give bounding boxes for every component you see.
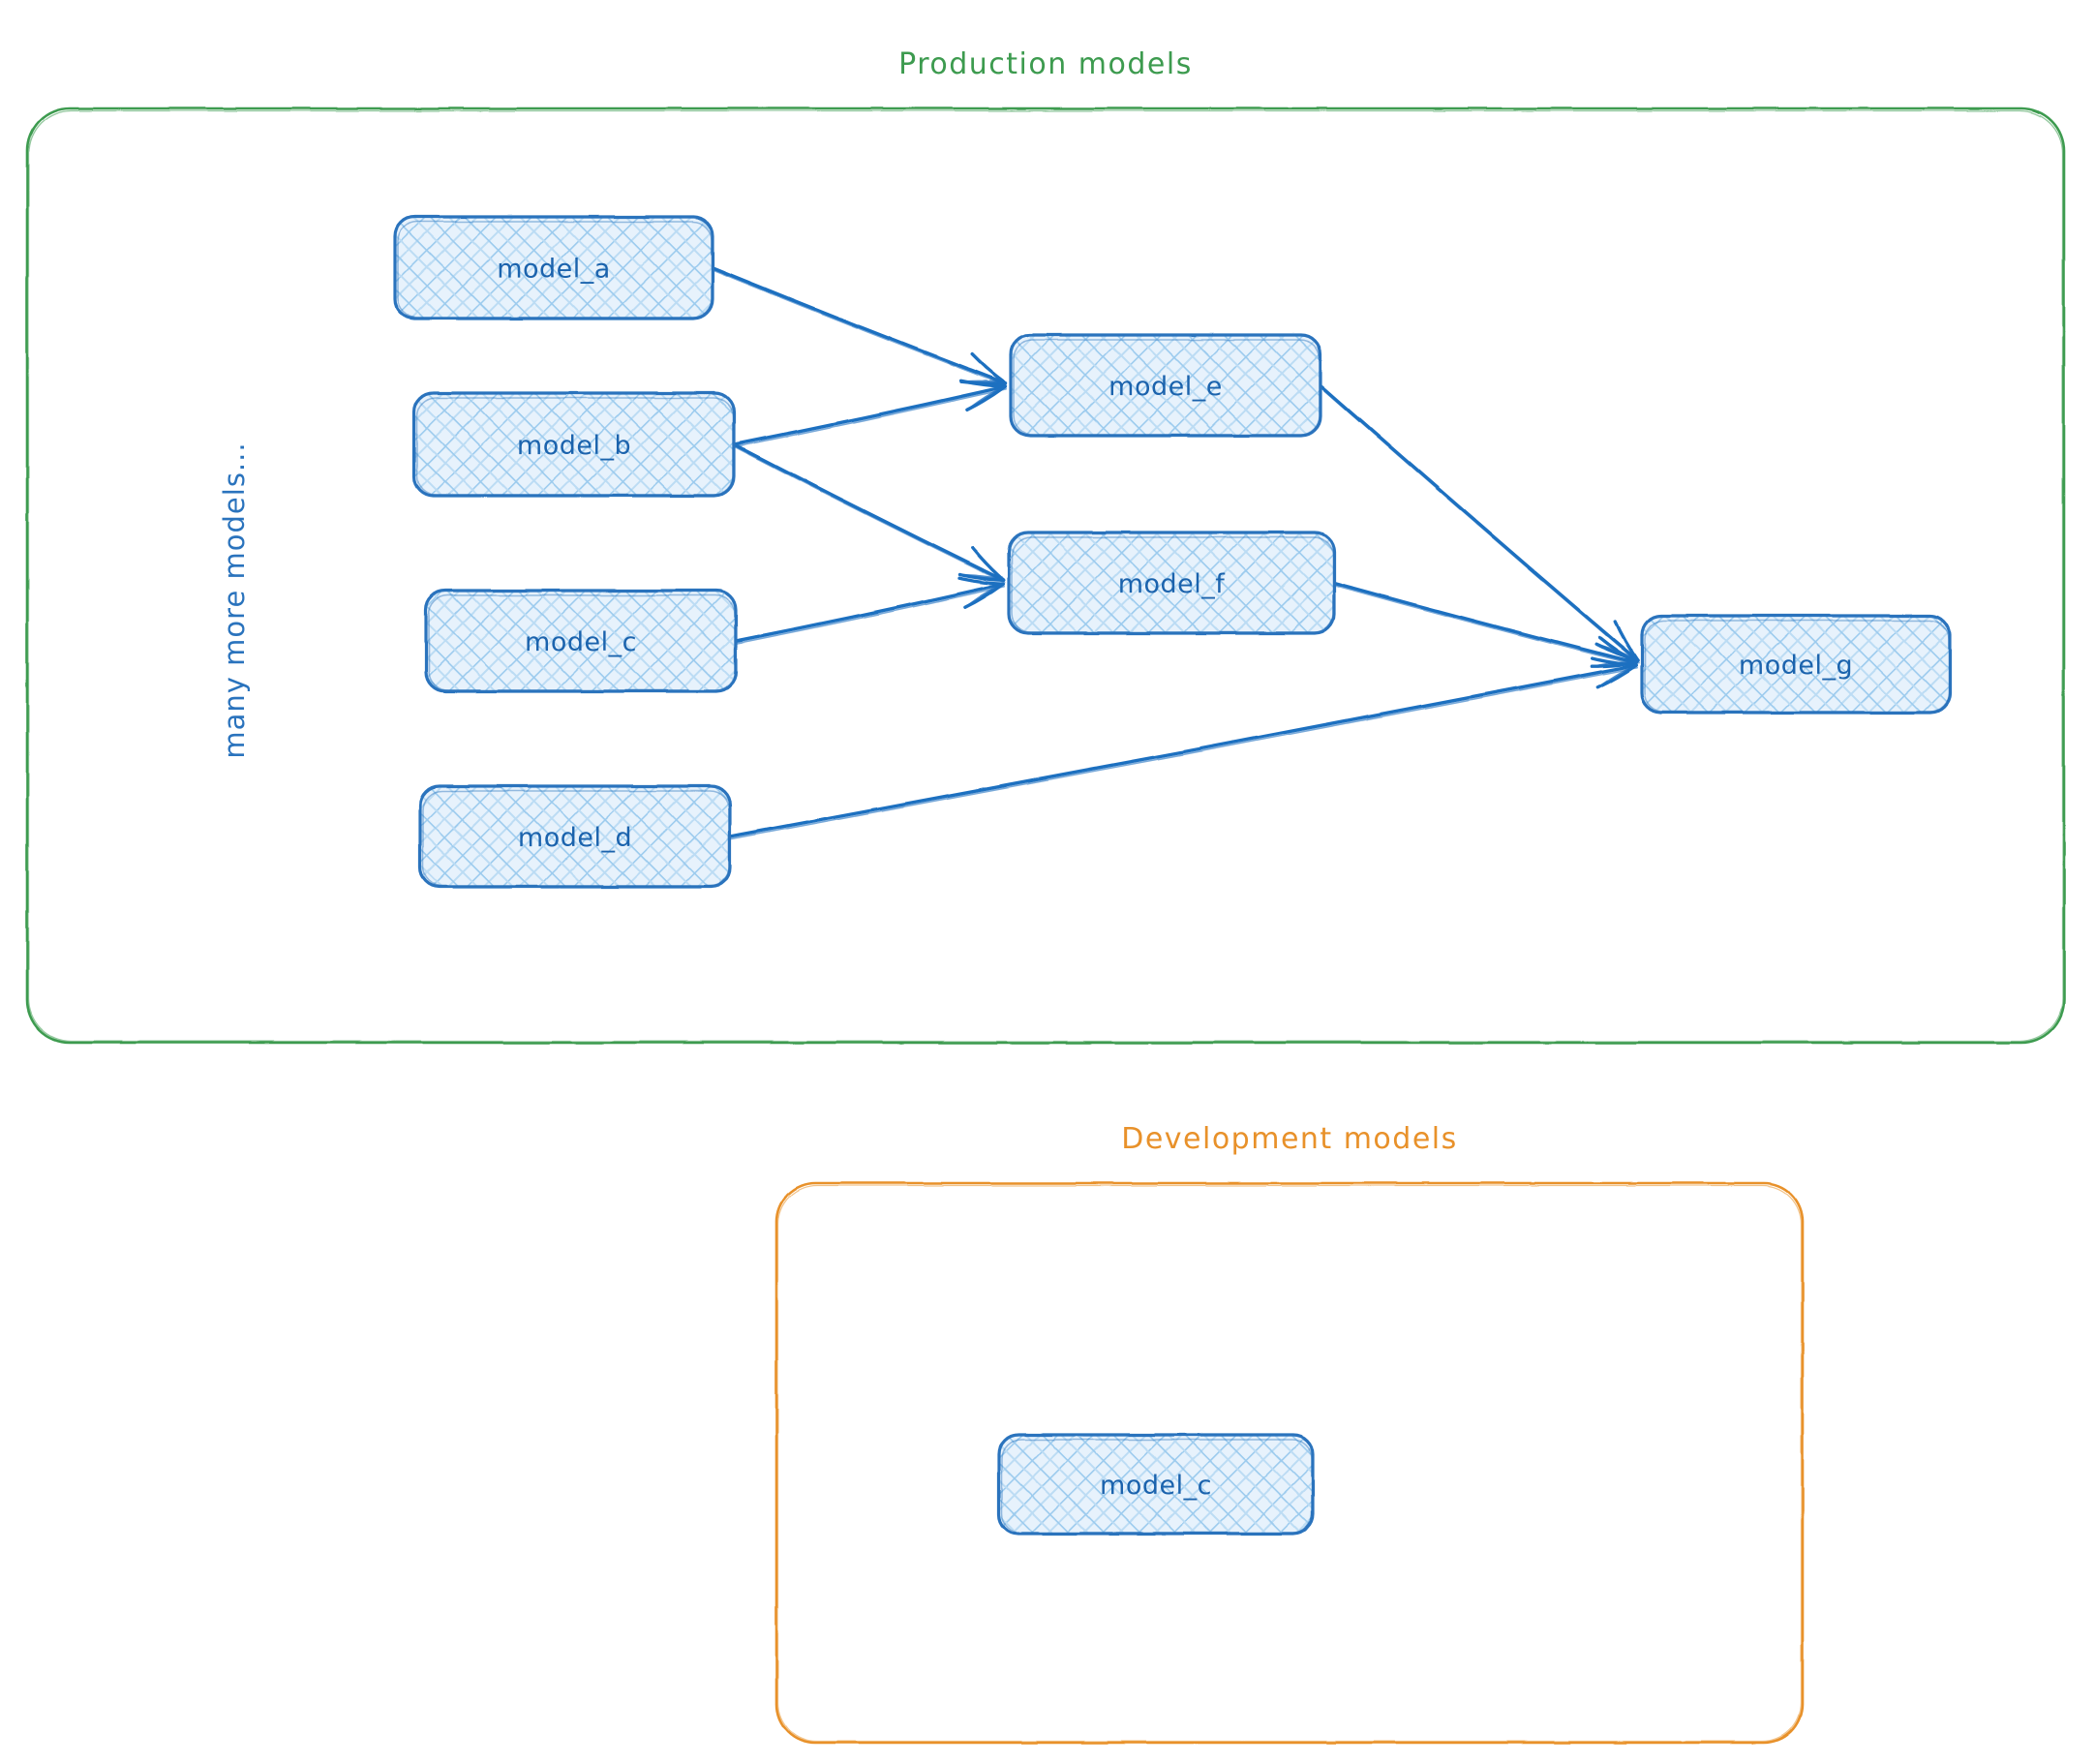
node-fill xyxy=(426,591,736,691)
edge-stroke xyxy=(1614,620,1640,662)
node-border-sketch xyxy=(422,790,730,887)
node-label: model_d xyxy=(518,823,632,853)
group-border xyxy=(774,1181,1805,1745)
edge-stroke xyxy=(971,546,1006,583)
edge-stroke xyxy=(1321,386,1640,664)
node-border-sketch xyxy=(428,594,736,691)
node-model_d[interactable]: model_d xyxy=(418,784,732,889)
node-border xyxy=(412,391,736,498)
edge-stroke xyxy=(734,445,1006,584)
edge-b-to-f xyxy=(732,442,1006,584)
node-label: model_b xyxy=(517,431,631,461)
edge-stroke xyxy=(1319,383,1640,662)
node-border-sketch xyxy=(397,221,713,319)
group-border-sketch xyxy=(27,109,2064,1043)
node-model_a[interactable]: model_a xyxy=(393,215,714,320)
node-border-sketch xyxy=(416,397,734,496)
node-model_b[interactable]: model_b xyxy=(412,391,736,498)
edge-stroke xyxy=(730,666,1638,840)
edge-stroke xyxy=(1334,584,1639,666)
node-dev_model_c[interactable]: model_c xyxy=(997,1433,1315,1536)
annotations-layer: many more models... xyxy=(218,441,251,758)
edge-stroke xyxy=(734,387,1007,448)
node-border-sketch xyxy=(1011,536,1334,633)
group-title-development: Development models xyxy=(1121,1122,1458,1156)
node-fill xyxy=(999,1435,1313,1534)
edge-stroke xyxy=(1600,663,1638,686)
node-label: model_g xyxy=(1739,651,1853,681)
node-border xyxy=(997,1433,1315,1536)
node-model_e[interactable]: model_e xyxy=(1009,333,1322,438)
group-container-production xyxy=(25,106,2066,1045)
node-fill xyxy=(414,393,734,496)
node-label: model_c xyxy=(1100,1471,1212,1501)
node-label: model_a xyxy=(497,255,611,285)
node-border xyxy=(418,784,732,889)
edge-stroke xyxy=(963,573,1005,582)
node-fill xyxy=(420,786,730,887)
annotation-many-more-models: many more models... xyxy=(218,441,251,758)
edge-stroke xyxy=(1597,635,1638,665)
edge-stroke xyxy=(970,384,1007,409)
edge-d-to-g xyxy=(728,656,1638,840)
node-border xyxy=(424,589,738,693)
node-border xyxy=(1640,614,1952,715)
edge-stroke xyxy=(968,582,1005,606)
edge-stroke xyxy=(732,384,1007,446)
edge-stroke xyxy=(728,663,1638,838)
node-label: model_c xyxy=(525,627,637,657)
group-container-development xyxy=(774,1181,1805,1745)
edge-stroke xyxy=(732,442,1006,583)
edge-stroke xyxy=(713,269,1008,387)
node-label: model_f xyxy=(1118,569,1227,599)
nodes-layer: model_a model_b model_c model_d model_emodel… xyxy=(393,215,1952,1536)
node-fill xyxy=(1011,335,1321,436)
node-border xyxy=(1007,531,1336,635)
edge-stroke xyxy=(956,576,1005,586)
node-border-sketch xyxy=(1013,339,1321,436)
group-title-production: Production models xyxy=(898,47,1193,81)
node-fill xyxy=(1009,532,1334,633)
edge-f-to-g xyxy=(1332,581,1639,668)
group-border-sketch xyxy=(776,1184,1803,1743)
node-model_g[interactable]: model_g xyxy=(1640,614,1952,715)
edge-stroke xyxy=(958,379,1007,388)
node-border-sketch xyxy=(1001,1439,1313,1534)
node-border-sketch xyxy=(1644,620,1950,713)
edge-stroke xyxy=(711,265,1008,385)
node-model_f[interactable]: model_f xyxy=(1007,531,1336,635)
group-containers xyxy=(25,106,2066,1745)
node-fill xyxy=(395,217,713,319)
edge-a-to-e xyxy=(711,265,1008,387)
edge-stroke xyxy=(970,351,1008,385)
edge-c-to-f xyxy=(734,576,1005,645)
node-label: model_e xyxy=(1108,372,1223,402)
edge-stroke xyxy=(736,585,1005,645)
edge-b-to-e xyxy=(732,379,1007,448)
node-border xyxy=(1009,333,1322,438)
edge-stroke xyxy=(1590,656,1638,667)
edge-stroke xyxy=(1332,581,1638,665)
edge-e-to-g xyxy=(1319,383,1640,664)
node-border xyxy=(393,215,714,320)
edges-layer xyxy=(711,265,1640,840)
node-model_c[interactable]: model_c xyxy=(424,589,738,693)
group-border xyxy=(25,106,2066,1045)
edge-stroke xyxy=(734,582,1005,643)
node-fill xyxy=(1642,616,1950,713)
